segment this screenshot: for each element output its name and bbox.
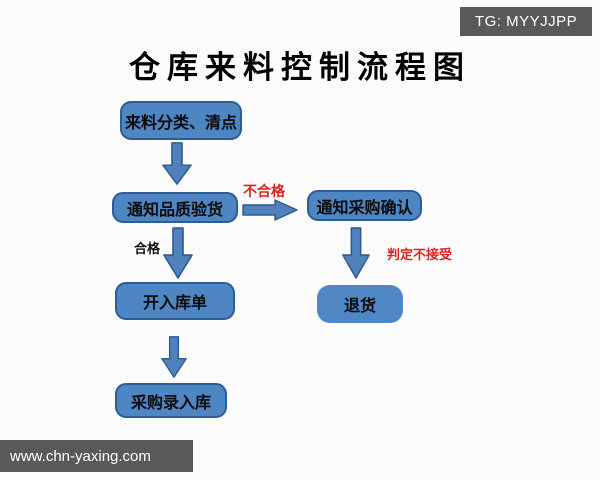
flow-box-create-warehouse-entry: 开入库单 <box>115 282 235 320</box>
arrow-down-icon <box>162 142 192 185</box>
tg-watermark-badge: TG: MYYJJPP <box>460 7 592 36</box>
flow-box-notify-quality-inspection: 通知品质验货 <box>112 192 238 223</box>
flow-box-label: 来料分类、清点 <box>124 114 237 132</box>
arrow-right-icon <box>242 199 298 221</box>
flow-box-label: 开入库单 <box>142 295 207 312</box>
arrow-down-icon <box>161 336 187 378</box>
page-title: 仓库来料控制流程图 <box>129 50 471 85</box>
flow-box-label: 通知采购确认 <box>316 199 413 217</box>
flow-box-purchasing-record-entry: 采购录入库 <box>115 383 227 418</box>
edge-label-fail: 不合格 <box>243 183 285 199</box>
arrow-down-icon <box>342 227 370 279</box>
flow-box-return-goods: 退货 <box>317 285 403 323</box>
arrow-down-icon <box>163 227 193 279</box>
tg-watermark-label: TG: MYYJJPP <box>474 13 578 30</box>
flow-box-label: 通知品质验货 <box>126 201 223 219</box>
flow-box-incoming-sorting: 来料分类、清点 <box>120 101 242 140</box>
flow-box-label: 采购录入库 <box>130 394 211 412</box>
edge-label-pass: 合格 <box>134 241 161 256</box>
flow-box-notify-purchasing-confirm: 通知采购确认 <box>307 190 422 221</box>
edge-label-reject: 判定不接受 <box>387 247 453 262</box>
url-watermark-label: www.chn-yaxing.com <box>10 447 151 465</box>
url-watermark-bar: www.chn-yaxing.com <box>0 440 193 472</box>
flow-box-label: 退货 <box>343 298 376 315</box>
